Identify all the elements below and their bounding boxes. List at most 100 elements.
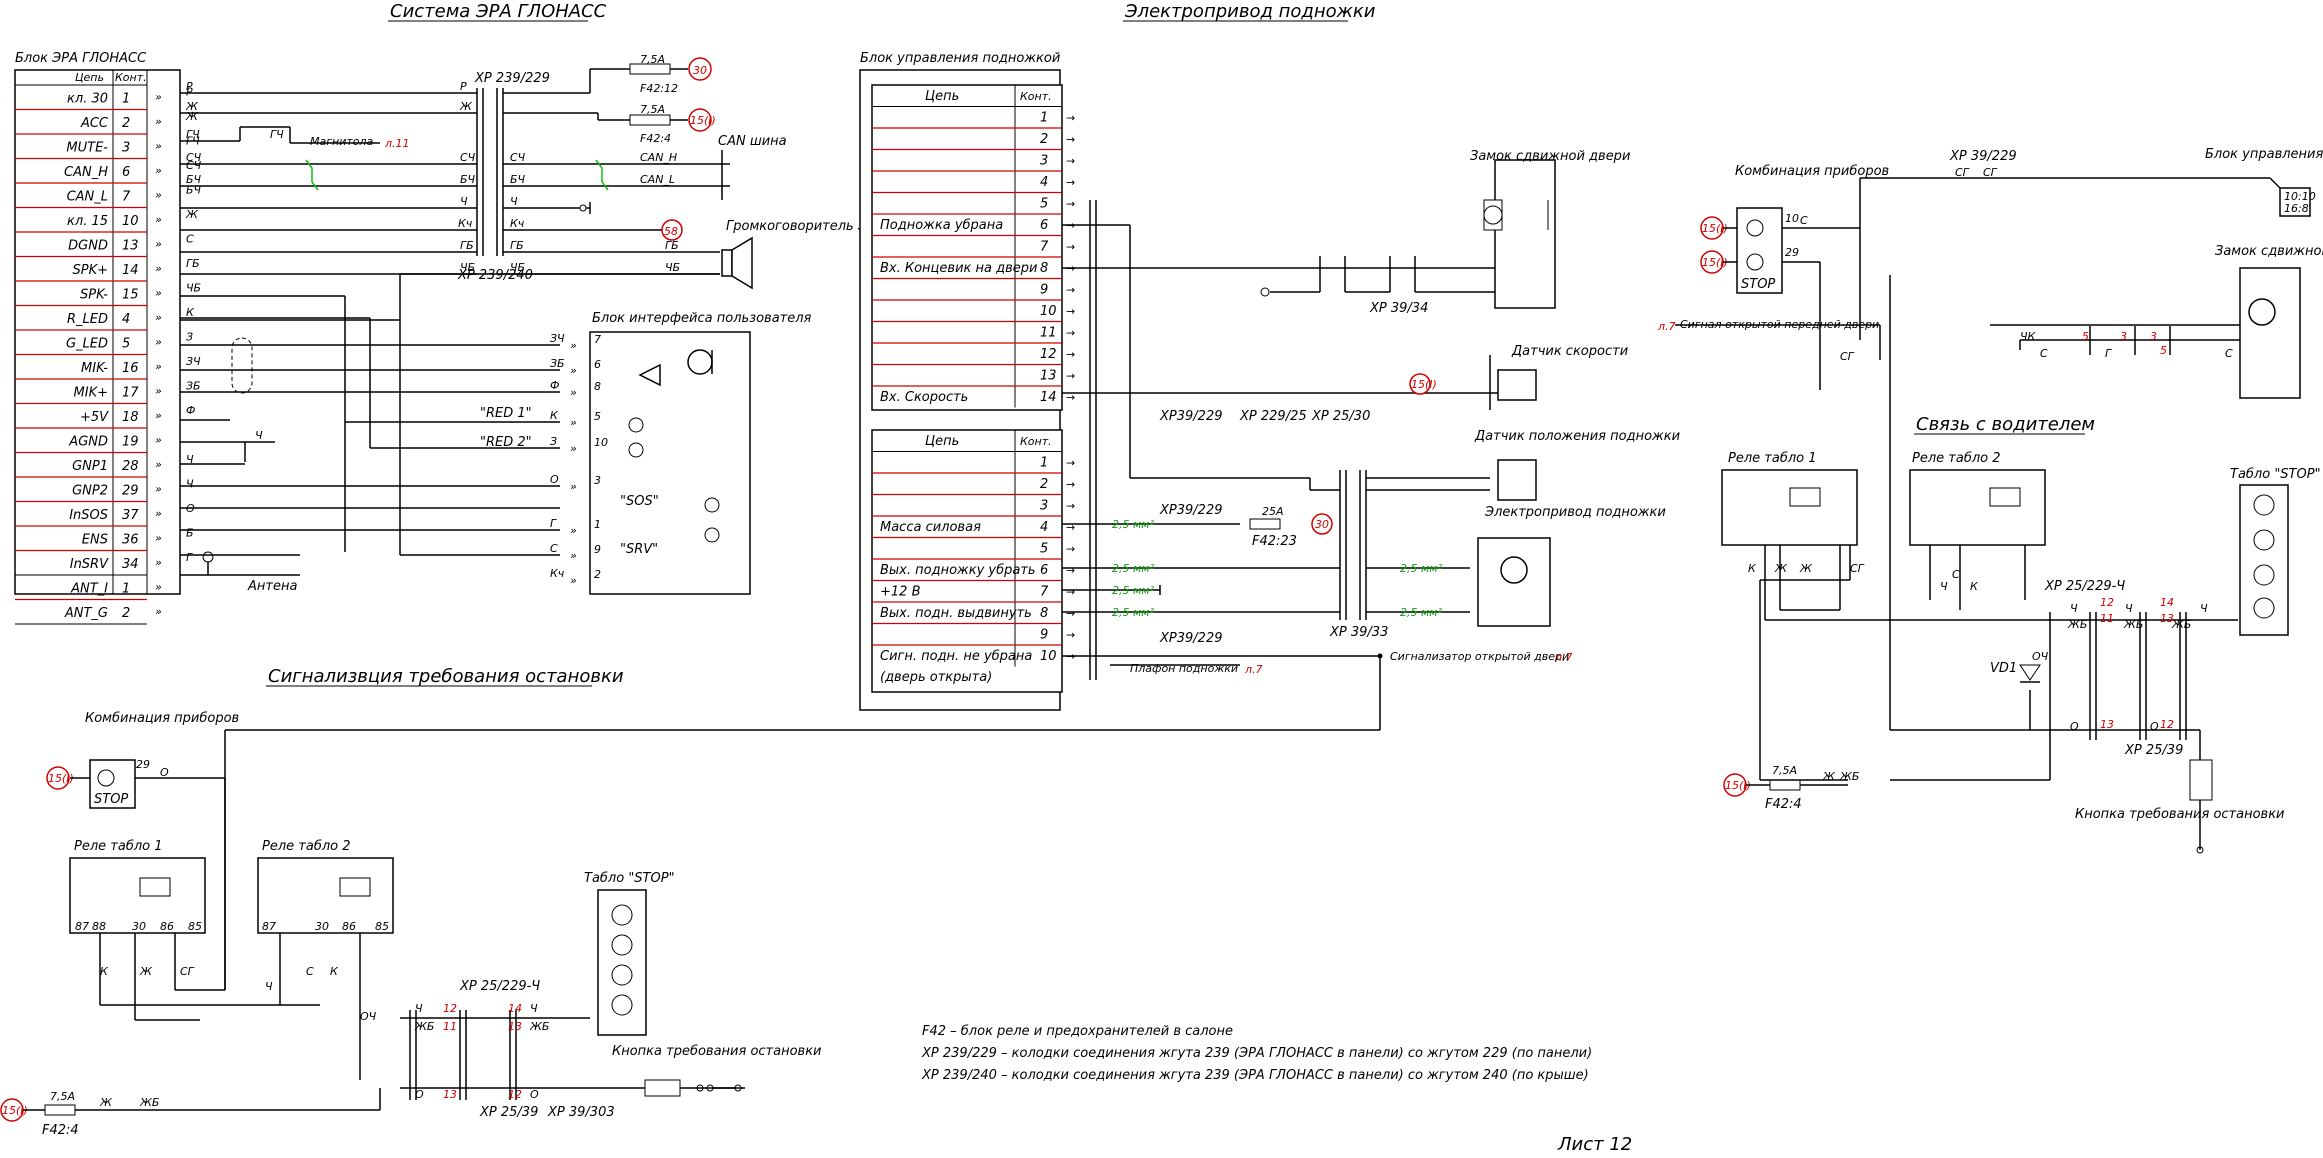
wire-r: Р [186,80,193,93]
red2-label: "RED 2" [480,435,532,450]
step-row-circuit: Сигн. подн. не убрана [880,649,1032,664]
drv-wire-label: ЖБ [1839,770,1859,783]
era-row-arrow: » [155,507,162,520]
wire-chb-right: ЧБ [460,261,475,274]
drv-wire-label: С [1800,214,1808,227]
drv-wire-label: Г [2105,347,2112,360]
xp-39-229-bot: ХР39/229 [1159,631,1222,646]
era-row-circuit: MIK+ [74,386,108,401]
stop-relay1-pin: 88 [92,920,106,933]
era-row-arrow: » [155,311,162,324]
step-row-arrow: → [1066,629,1075,642]
can-bus-label: CAN шина [718,134,787,149]
step-row-extra: (дверь открыта) [880,670,992,685]
era-row-arrow: » [155,238,162,251]
drv-term-2: 15(I) [1702,256,1728,269]
drv-cluster-label: Комбинация приборов [1735,164,1889,179]
ui-wire: Г [550,517,557,530]
wire-zh-right: Ж [459,100,473,113]
drv-pin29: 29 [1785,246,1799,259]
magnitola-label: Магнитола [310,135,374,148]
drv-xp-25-229: ХР 25/229-Ч [2044,579,2125,594]
door-signal-ref: л.7 [1554,651,1573,664]
drv-wire-label: ЧК [2020,330,2037,343]
drv-term-1: 15(I) [1702,222,1728,235]
step-row-contact: 14 [1040,390,1057,405]
step-row-contact: 4 [1040,520,1048,535]
step-row-arrow: → [1066,305,1075,318]
step-row-circuit: Масса силовая [880,520,981,535]
drv-tablo-label: Табло "STOP" [2230,467,2321,482]
era-row-contact: 37 [122,508,139,523]
drv-step-pin-1: 10:10 [2284,190,2316,203]
stop-relay1-pin: 87 [75,920,89,933]
era-row-arrow: » [155,556,162,569]
wire-bch: БЧ [186,173,202,186]
era-row-contact: 1 [122,582,130,597]
drv-wire-label: Ч [2200,602,2208,615]
xp-speed-3: ХР 25/30 [1311,409,1370,424]
drv-wire-label: ЖБ [2171,618,2191,631]
red1-label: "RED 1" [480,406,532,421]
step-row-contact: 8 [1040,606,1048,621]
sq-1: 2,5 мм² [1112,518,1155,531]
era-row-contact: 29 [122,484,139,499]
era-row-circuit: InSOS [69,508,108,523]
step-row-contact: 8 [1040,261,1048,276]
era-row-circuit: ENS [82,533,108,548]
stop-relay2-pin: 85 [375,920,389,933]
era-row-arrow: » [155,605,162,618]
step-row-contact: 6 [1040,563,1048,578]
era-row-circuit: R_LED [67,312,108,327]
drv-step-pin-2: 16:8 [2284,202,2309,215]
era-row-wire: ГБ [186,257,200,270]
era-row-wire: ЗБ [186,380,201,393]
door-signal-label: Сигнализатор открытой двери [1390,650,1569,663]
step-row-circuit: Вх. Концевик на двери [880,261,1037,276]
ui-arrow: » [570,549,577,562]
step-row-circuit: +12 В [880,585,921,600]
era-row-arrow: » [155,385,162,398]
era-row-contact: 18 [122,410,139,425]
wire-kch-out: Кч [510,217,525,230]
sq-5: 2,5 мм² [1400,562,1443,575]
step-row-contact: 9 [1040,283,1048,298]
drv-conn-num: 11 [2100,612,2114,625]
ui-block: Блок интерфейса пользователя "RED 1" "RE… [480,311,812,595]
drv-wire-label: С [1952,568,1960,581]
drv-door-lock: Замок сдвижной двери [2215,244,2323,259]
ui-arrow: » [570,442,577,455]
era-row-arrow: » [155,262,162,275]
era-row-arrow: » [155,140,162,153]
speed-sensor-label: Датчик скорости [1511,344,1628,359]
step-row-arrow: → [1066,176,1075,189]
ui-arrow: » [570,364,577,377]
era-row-circuit: MUTE- [66,141,108,156]
stop-wire-label: ЖБ [139,1096,159,1109]
era-row-contact: 13 [122,239,139,254]
stop-wire-label: Ч [530,1002,538,1015]
era-row-arrow: » [155,164,162,177]
era-row-circuit: SPK+ [72,263,108,278]
era-row-contact: 15 [122,288,139,303]
step-row-arrow: → [1066,564,1075,577]
step-row-contact: 10 [1040,649,1057,664]
era-row-arrow: » [155,360,162,373]
note-3: ХР 239/240 – колодки соединения жгута 23… [921,1068,1589,1083]
ui-arrow: » [570,574,577,587]
xp-39-33-label: ХР 39/33 [1329,625,1388,640]
drv-conn-num: 13 [2100,718,2114,731]
fuse1-term: 30 [693,64,707,77]
drv-fuse-rating: 7,5А [1772,764,1797,777]
title-stop-signal: Сигнализвция требования остановки [268,666,624,687]
era-row-circuit: ACC [80,116,109,131]
title-driver-link: Связь с водителем [1916,414,2095,435]
drv-wire-label: Ч [2070,602,2078,615]
wire-gch-mid: ГЧ [270,128,284,141]
ui-wire: С [550,542,558,555]
era-col-circuit: Цепь [75,71,104,84]
xp-239-240-label: ХР 239/240 [457,268,533,283]
drv-wire-label: О [2070,720,2079,733]
